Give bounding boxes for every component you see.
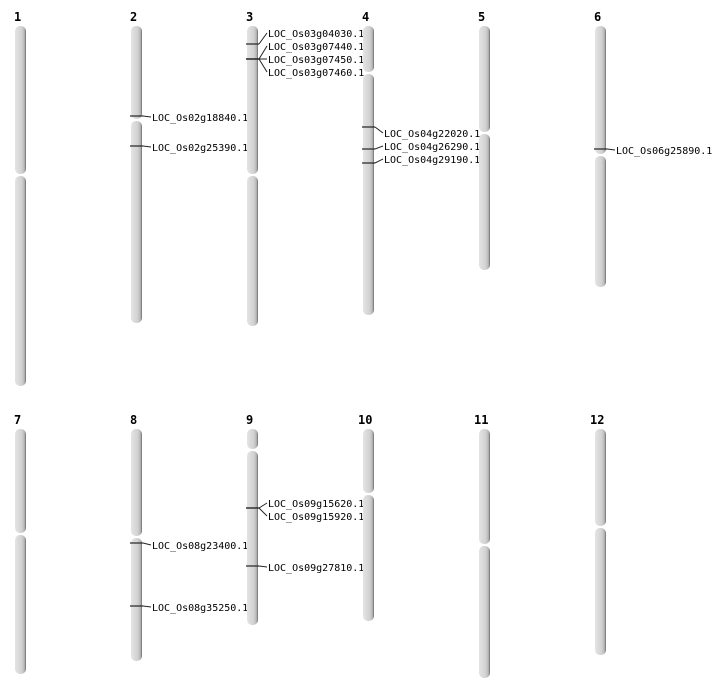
chromosome-short-arm [131,26,142,119]
chromosome-label: 8 [130,413,137,427]
chromosome-label: 11 [474,413,488,427]
chromosome-11: 11 [474,413,490,678]
gene-label: LOC_Os09g27810.1 [268,563,364,574]
chromosome-7: 7 [14,413,26,674]
gene-connector [258,45,268,60]
chromosome-long-arm [15,176,26,386]
gene-label: LOC_Os09g15620.1 [268,499,364,510]
chromosome-label: 4 [362,10,369,24]
chromosome-short-arm [363,26,374,72]
gene-label: LOC_Os02g18840.1 [152,113,248,124]
chromosome-label: 5 [478,10,485,24]
gene-connector [258,32,268,45]
gene-label: LOC_Os04g26290.1 [384,142,480,153]
chromosome-long-arm [479,546,490,678]
chromosome-1: 1 [14,10,26,386]
gene-label: LOC_Os03g07460.1 [268,68,364,79]
gene-label: LOC_Os03g04030.1 [268,29,364,40]
chromosome-label: 12 [590,413,604,427]
chromosome-short-arm [595,429,606,526]
chromosome-long-arm [15,535,26,674]
chromosome-label: 6 [594,10,601,24]
chromosome-short-arm [15,429,26,533]
gene-label: LOC_Os04g29190.1 [384,155,480,166]
chromosome-long-arm [595,528,606,655]
gene-connector [606,148,616,151]
gene-label: LOC_Os04g22020.1 [384,129,480,140]
chromosome-12: 12 [590,413,606,655]
gene-label: LOC_Os03g07440.1 [268,42,364,53]
chromosome-label: 9 [246,413,253,427]
chromosome-5: 5 [478,10,490,270]
chromosome-short-arm [131,429,142,536]
gene-connector [258,507,268,517]
chromosome-9: 9LOC_Os09g15620.1LOC_Os09g15920.1LOC_Os0… [246,413,364,625]
gene-label: LOC_Os09g15920.1 [268,512,364,523]
gene-label: LOC_Os08g35250.1 [152,603,248,614]
chromosome-short-arm [479,429,490,544]
chromosome-long-arm [131,121,142,323]
chromosome-label: 1 [14,10,21,24]
gene-connector [142,145,152,148]
gene-connector [258,58,268,73]
chromosome-3: 3LOC_Os03g04030.1LOC_Os03g07440.1LOC_Os0… [246,10,364,326]
chromosome-label: 10 [358,413,372,427]
chromosome-long-arm [595,156,606,287]
chromosome-long-arm [363,74,374,315]
chromosome-short-arm [15,26,26,174]
gene-connector [258,565,268,568]
chromosome-long-arm [247,451,258,625]
chromosome-long-arm [131,538,142,661]
chromosome-long-arm [479,134,490,270]
gene-label: LOC_Os02g25390.1 [152,143,248,154]
chromosome-10: 10 [358,413,374,621]
gene-label: LOC_Os06g25890.1 [616,146,712,157]
gene-label: LOC_Os03g07450.1 [268,55,364,66]
gene-connector [374,145,384,150]
chromosome-label: 3 [246,10,253,24]
gene-connector [142,542,152,546]
chromosome-short-arm [595,26,606,154]
gene-label: LOC_Os08g23400.1 [152,541,248,552]
chromosome-label: 2 [130,10,137,24]
chromosome-short-arm [479,26,490,132]
gene-connector [374,158,384,164]
gene-connector [142,115,152,118]
chromosome-label: 7 [14,413,21,427]
chromosome-short-arm [247,429,258,449]
gene-connector [374,126,384,134]
chromosome-long-arm [363,495,374,621]
chromosome-4: 4LOC_Os04g22020.1LOC_Os04g26290.1LOC_Os0… [362,10,480,315]
chromosome-short-arm [247,26,258,174]
gene-connector [142,605,152,608]
gene-connector [258,502,268,509]
chromosome-long-arm [247,176,258,326]
chromosome-short-arm [363,429,374,493]
